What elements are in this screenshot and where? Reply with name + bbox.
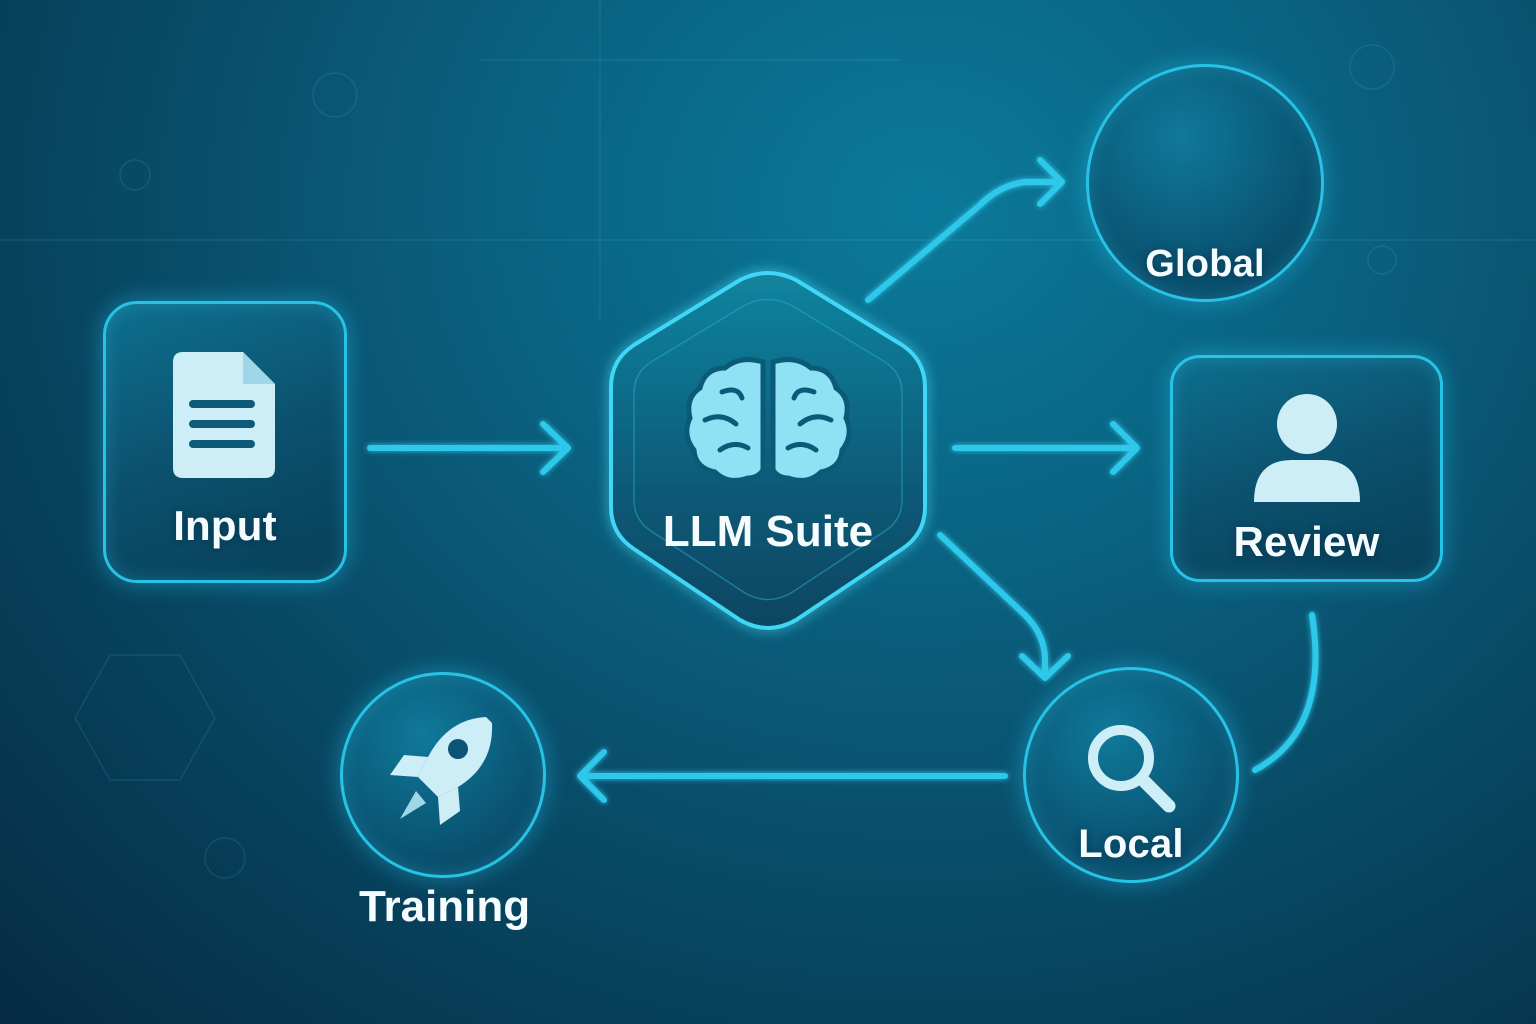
brain-icon bbox=[684, 357, 852, 483]
arrow-review-to-local bbox=[1252, 612, 1319, 773]
review-label: Review bbox=[1233, 518, 1380, 565]
user-icon bbox=[1253, 394, 1360, 502]
arrow-core-to-local bbox=[937, 532, 1071, 681]
global-label: Global bbox=[1145, 243, 1265, 285]
input-label: Input bbox=[173, 502, 277, 549]
review-node[interactable]: Review bbox=[1170, 355, 1443, 582]
global-node[interactable]: Global bbox=[1086, 64, 1324, 302]
arrow-core-to-review bbox=[952, 421, 1140, 475]
arrow-local-to-training bbox=[577, 749, 1008, 803]
rocket-icon bbox=[390, 717, 493, 825]
core-label: LLM Suite bbox=[662, 507, 874, 556]
arrow-core-to-global bbox=[865, 157, 1065, 303]
local-node[interactable]: Local bbox=[1023, 667, 1239, 883]
connectors bbox=[367, 157, 1319, 803]
core-hexagon bbox=[609, 271, 927, 630]
core-node[interactable] bbox=[609, 271, 927, 630]
search-icon bbox=[1088, 725, 1176, 813]
input-node[interactable]: Input bbox=[103, 301, 347, 583]
training-label: Training bbox=[359, 882, 531, 931]
training-node[interactable] bbox=[340, 672, 546, 878]
local-label: Local bbox=[1078, 822, 1184, 866]
document-icon bbox=[173, 352, 275, 478]
arrow-input-to-core bbox=[367, 421, 571, 475]
core-hexagon-inner bbox=[633, 298, 903, 601]
